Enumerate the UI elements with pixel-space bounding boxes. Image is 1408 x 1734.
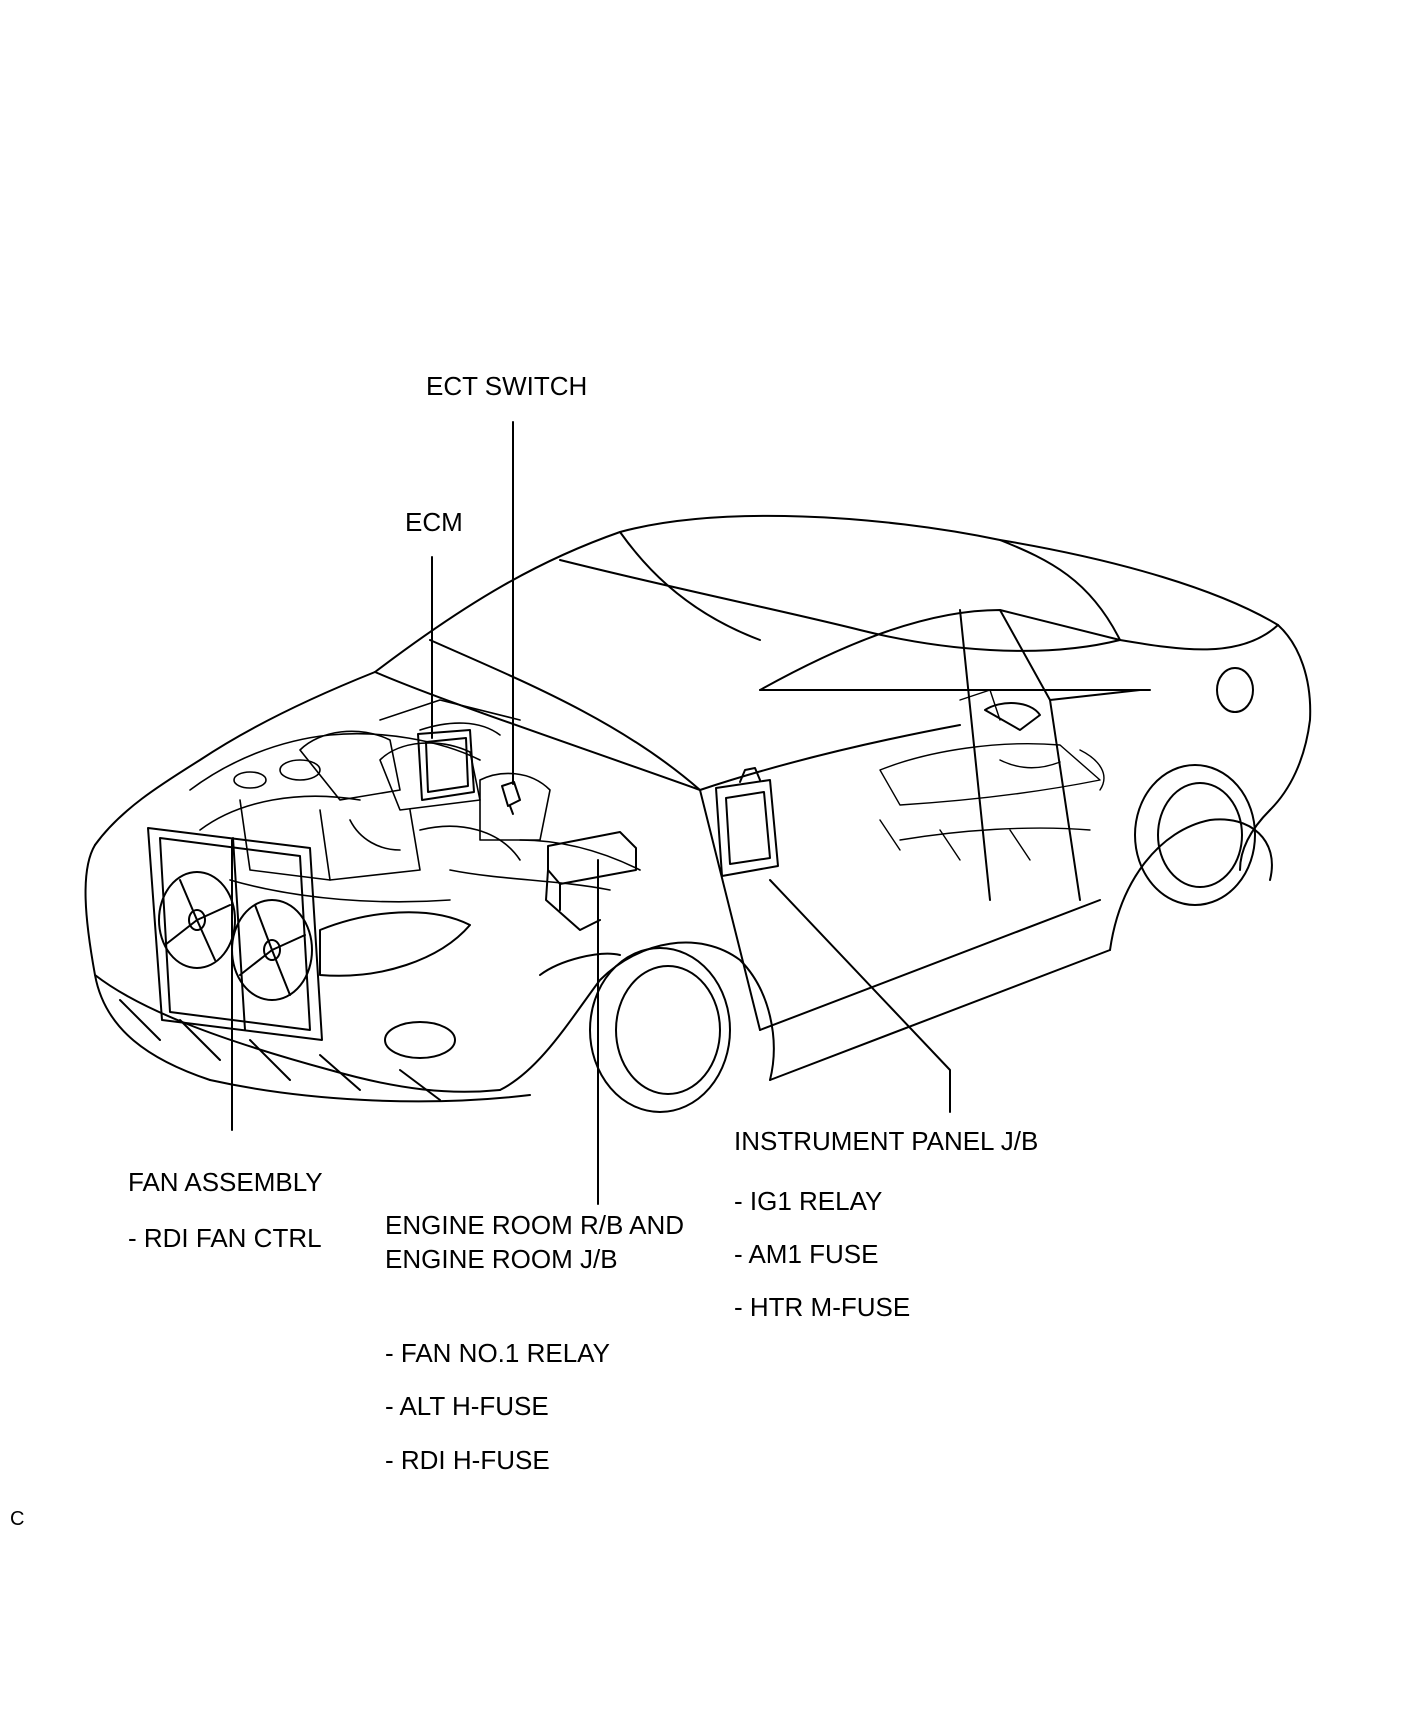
instrument-panel-item: - IG1 RELAY: [734, 1186, 883, 1216]
fan-assembly-label: FAN ASSEMBLY: [128, 1167, 323, 1197]
leader-lines: [231, 421, 951, 1205]
ecm-label: ECM: [405, 507, 463, 537]
instrument-panel-leader: [769, 879, 951, 1113]
engine-room-item: - RDI H-FUSE: [385, 1445, 550, 1475]
fan-assembly-drawing: [147, 827, 323, 1041]
car-body-outline: [84, 514, 1312, 1113]
engine-room-label-line2: ENGINE ROOM J/B: [385, 1244, 618, 1274]
instrument-panel-label: INSTRUMENT PANEL J/B: [734, 1126, 1039, 1156]
engine-bay-outline: [189, 699, 641, 903]
interior-floor-outline: [879, 689, 1105, 861]
instrument-panel-block-drawing: [715, 767, 779, 877]
engine-room-label-line1: ENGINE ROOM R/B AND: [385, 1210, 685, 1240]
fan-assembly-item: - RDI FAN CTRL: [128, 1223, 322, 1253]
corner-mark: C: [10, 1508, 25, 1530]
engine-room-block-drawing: [545, 831, 637, 931]
instrument-panel-item: - AM1 FUSE: [734, 1239, 879, 1269]
ecm-drawing: [417, 729, 475, 801]
engine-room-item: - FAN NO.1 RELAY: [385, 1338, 610, 1368]
ect-switch-drawing: [501, 781, 521, 815]
ect-switch-label: ECT SWITCH: [426, 371, 588, 401]
instrument-panel-item: - HTR M-FUSE: [734, 1292, 911, 1322]
engine-room-item: - ALT H-FUSE: [385, 1391, 549, 1421]
